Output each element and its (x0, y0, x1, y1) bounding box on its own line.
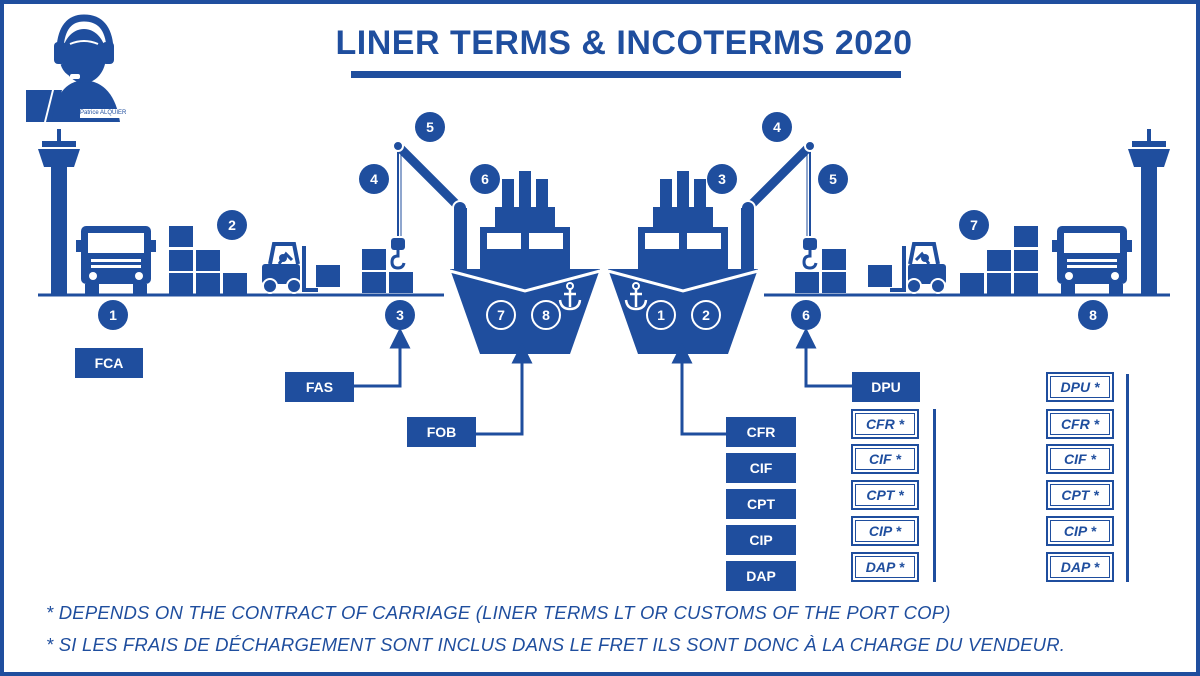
crane-icon-left (389, 140, 468, 270)
term-star-dap-right: DAP * (1046, 552, 1114, 582)
step-ring-right-1: 1 (646, 300, 676, 330)
pallet-box-left (316, 265, 340, 287)
truck-icon-left (76, 226, 156, 294)
step-badge-left-2: 2 (217, 210, 247, 240)
term-fob: FOB (407, 417, 476, 447)
step-badge-right-3: 3 (707, 164, 737, 194)
step-badge-left-5: 5 (415, 112, 445, 142)
cargo-ship-icon-right (606, 169, 760, 356)
step-badge-left-4: 4 (359, 164, 389, 194)
connector-cfr (671, 342, 726, 436)
step-badge-right-6: 6 (791, 300, 821, 330)
term-cfr: CFR (726, 417, 796, 447)
cargo-boxes-icon-left (169, 226, 247, 294)
cargo-ship-icon-left (448, 169, 602, 356)
connector-fas (354, 327, 411, 388)
term-star-cip-mid: CIP * (851, 516, 919, 546)
step-ring-right-2: 2 (691, 300, 721, 330)
term-star-cfr-mid: CFR * (851, 409, 919, 439)
page-title: LINER TERMS & INCOTERMS 2020 (335, 24, 913, 62)
term-star-dap-mid: DAP * (851, 552, 919, 582)
term-star-cif-right: CIF * (1046, 444, 1114, 474)
term-cif: CIF (726, 453, 796, 483)
bracket-bar-mid (933, 409, 936, 582)
cargo-boxes-icon-quay-right (795, 249, 846, 293)
term-star-dpu-right: DPU * (1046, 372, 1114, 402)
footnote-fr: * SI LES FRAIS DE DÉCHARGEMENT SONT INCL… (46, 634, 1066, 655)
term-cpt: CPT (726, 489, 796, 519)
headset-operator-icon (18, 14, 140, 122)
footnote-en: * DEPENDS ON THE CONTRACT OF CARRIAGE (L… (46, 602, 951, 623)
bracket-bar-right (1126, 374, 1129, 582)
pallet-box-right (868, 265, 892, 287)
step-ring-left-7: 7 (486, 300, 516, 330)
term-star-cfr-right: CFR * (1046, 409, 1114, 439)
step-badge-right-7: 7 (959, 210, 989, 240)
term-star-cif-mid: CIF * (851, 444, 919, 474)
term-cip: CIP (726, 525, 796, 555)
control-tower-icon-right (1128, 129, 1170, 295)
connector-dpu (795, 327, 852, 388)
control-tower-icon-left (38, 129, 80, 295)
step-ring-left-8: 8 (531, 300, 561, 330)
title-underline (351, 71, 901, 78)
step-badge-right-4: 4 (762, 112, 792, 142)
step-badge-left-6: 6 (470, 164, 500, 194)
cargo-boxes-icon-quay-left (362, 249, 413, 293)
step-badge-right-5: 5 (818, 164, 848, 194)
term-dap: DAP (726, 561, 796, 591)
connector-fob (476, 342, 533, 436)
truck-icon-right (1052, 226, 1132, 294)
term-dpu: DPU (852, 372, 920, 402)
term-star-cpt-mid: CPT * (851, 480, 919, 510)
crane-icon-right (740, 140, 819, 270)
logistics-scene (18, 14, 1170, 436)
term-star-cip-right: CIP * (1046, 516, 1114, 546)
term-star-cpt-right: CPT * (1046, 480, 1114, 510)
term-fca: FCA (75, 348, 143, 378)
step-badge-right-8: 8 (1078, 300, 1108, 330)
avatar-name-label: Patrice ALQUIER (80, 109, 126, 118)
cargo-boxes-icon-right (960, 226, 1038, 294)
forklift-icon-left (260, 242, 320, 295)
step-badge-left-1: 1 (98, 300, 128, 330)
term-fas: FAS (285, 372, 354, 402)
forklift-icon-right (888, 242, 948, 295)
step-badge-left-3: 3 (385, 300, 415, 330)
